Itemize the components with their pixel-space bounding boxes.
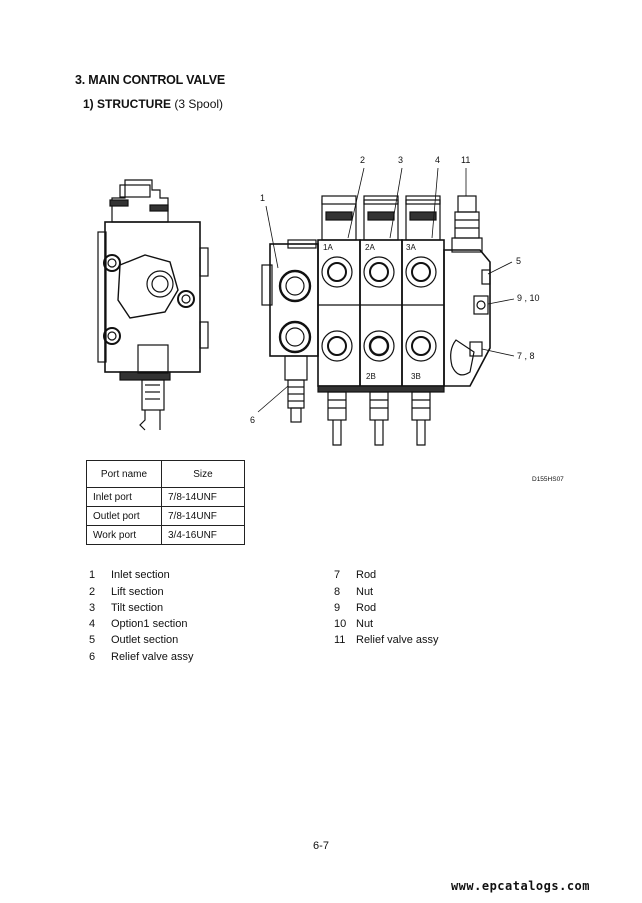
legend-label: Nut [356,586,374,598]
port-label-3b: 3B [411,372,421,381]
legend-item: 3 Tilt section [89,602,163,614]
side-view [97,179,209,431]
legend-item: 5 Outlet section [89,634,178,646]
port-name-cell: Inlet port [86,487,162,507]
legend-num: 11 [334,634,346,646]
page-number: 6-7 [313,840,329,852]
callout-labels: 1 2 3 4 5 6 7 , 8 9 , 10 11 [250,155,540,425]
header-size: Size [161,460,245,488]
legend-label: Lift section [111,586,164,598]
spool-sections [317,195,445,446]
legend-item: 8 Nut [334,586,373,598]
legend-item: 6 Relief valve assy [89,651,194,663]
legend-label: Inlet section [111,569,170,581]
legend-item: 9 Rod [334,602,376,614]
legend-num: 3 [89,602,96,614]
port-name-cell: Work port [86,525,162,545]
watermark: www.epcatalogs.com [450,879,590,893]
legend-label: Rod [356,569,377,581]
legend-label: Rod [356,602,377,614]
port-name-cell: Outlet port [86,506,162,526]
callout-9-10: 9 , 10 [517,293,540,303]
legend-item: 7 Rod [334,569,376,581]
callout-6: 6 [250,415,255,425]
legend-num: 8 [334,586,341,598]
legend-num: 7 [334,569,341,581]
callout-7-8: 7 , 8 [517,351,535,361]
port-label-1a: 1A [323,243,333,252]
callout-5: 5 [516,256,521,266]
callout-11: 11 [461,155,470,165]
legend-item: 11 Relief valve assy [334,634,439,646]
subsection-label: 1) STRUCTURE [83,97,172,111]
legend-label: Relief valve assy [356,634,439,646]
legend-label: Option1 section [111,618,188,630]
legend-label: Relief valve assy [111,651,194,663]
legend-item: 1 Inlet section [89,569,170,581]
callout-3: 3 [398,155,403,165]
subsection-title: 1) STRUCTURE (3 Spool) [83,97,223,111]
callout-2: 2 [360,155,365,165]
subsection-note: (3 Spool) [174,97,224,111]
legend-num: 5 [89,634,96,646]
legend-item: 4 Option1 section [89,618,187,630]
callout-1: 1 [260,193,265,203]
leader-lines [257,167,515,413]
size-cell: 7/8-14UNF [161,487,245,507]
table-row: Outlet port 7/8-14UNF [86,506,245,526]
legend-item: 2 Lift section [89,586,164,598]
callout-4: 4 [435,155,440,165]
port-label-2b: 2B [366,372,376,381]
header-port-name: Port name [86,460,162,488]
table-header-row: Port name Size [86,460,245,488]
size-cell: 7/8-14UNF [161,506,245,526]
legend-item: 10 Nut [334,618,373,630]
port-label-2a: 2A [365,243,375,252]
legend-label: Outlet section [111,634,179,646]
front-view [261,195,491,446]
section-title: 3. MAIN CONTROL VALVE [75,73,225,87]
table-row: Work port 3/4-16UNF [86,525,245,545]
port-label-3a: 3A [406,243,416,252]
port-labels: 1A 2A 3A 2B 3B [323,243,421,381]
legend-label: Tilt section [111,602,164,614]
size-cell: 3/4-16UNF [161,525,245,545]
legend-num: 2 [89,586,96,598]
legend-num: 1 [89,569,96,581]
legend-num: 6 [89,651,96,663]
legend-label: Nut [356,618,374,630]
legend-num: 9 [334,602,341,614]
legend-num: 10 [334,618,347,630]
drawing-code: D155HS07 [532,476,564,483]
port-size-table: Port name Size Inlet port 7/8-14UNF Outl… [86,460,245,545]
legend-num: 4 [89,618,96,630]
table-row: Inlet port 7/8-14UNF [86,487,245,507]
